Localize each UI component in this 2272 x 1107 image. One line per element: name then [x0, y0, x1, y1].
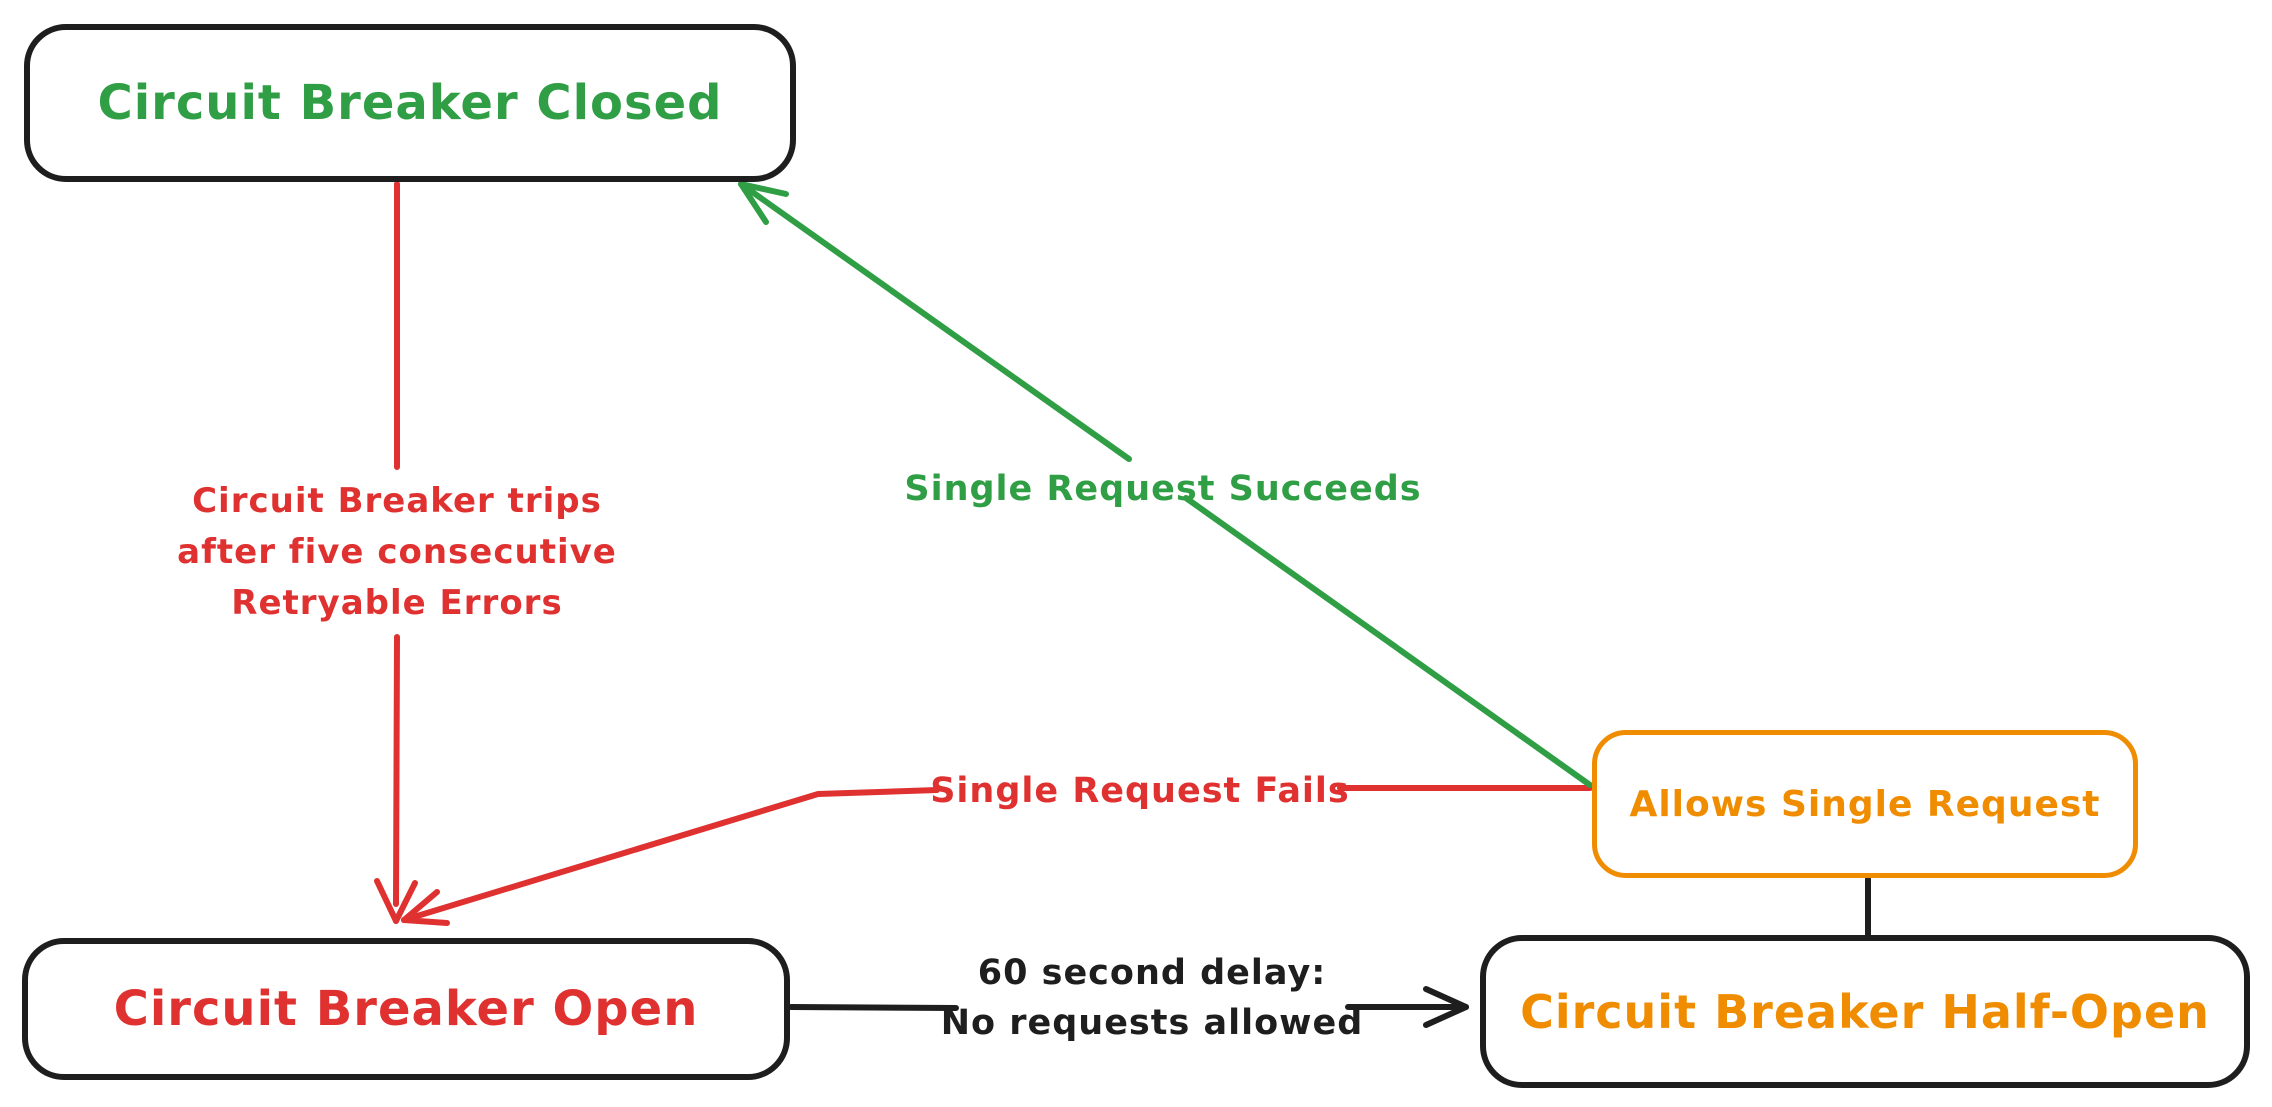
edge-label-delay-line-1: 60 second delay: [977, 953, 1327, 993]
edge-label-trips-line-1: Circuit Breaker trips [192, 481, 602, 521]
edge-label-single-request-succeeds: Single Request Succeeds [904, 469, 1422, 509]
edge-label-delay-line-2: No requests allowed [940, 1003, 1364, 1043]
edge-succeeds-arrow [738, 181, 1593, 788]
node-allows-single-request: Allows Single Request [1592, 730, 2138, 878]
edge-label-trips: Circuit Breaker trips after five consecu… [97, 476, 697, 629]
node-label-closed: Circuit Breaker Closed [97, 75, 723, 131]
node-label-half-open: Circuit Breaker Half-Open [1520, 984, 2210, 1039]
edge-label-trips-line-3: Retryable Errors [231, 583, 563, 623]
node-circuit-breaker-half-open: Circuit Breaker Half-Open [1480, 935, 2250, 1088]
edge-fails-arrow [401, 785, 1593, 926]
edge-label-trips-line-2: after five consecutive [177, 532, 617, 572]
edge-label-single-request-fails: Single Request Fails [930, 771, 1350, 811]
node-circuit-breaker-closed: Circuit Breaker Closed [24, 24, 796, 182]
node-label-open: Circuit Breaker Open [113, 981, 699, 1037]
edge-trips-arrow [374, 181, 418, 924]
node-circuit-breaker-open: Circuit Breaker Open [22, 938, 790, 1080]
edge-label-delay: 60 second delay: No requests allowed [902, 948, 1402, 1048]
node-label-allows-single-request: Allows Single Request [1629, 783, 2101, 825]
edge-delay-arrow [788, 986, 1469, 1028]
